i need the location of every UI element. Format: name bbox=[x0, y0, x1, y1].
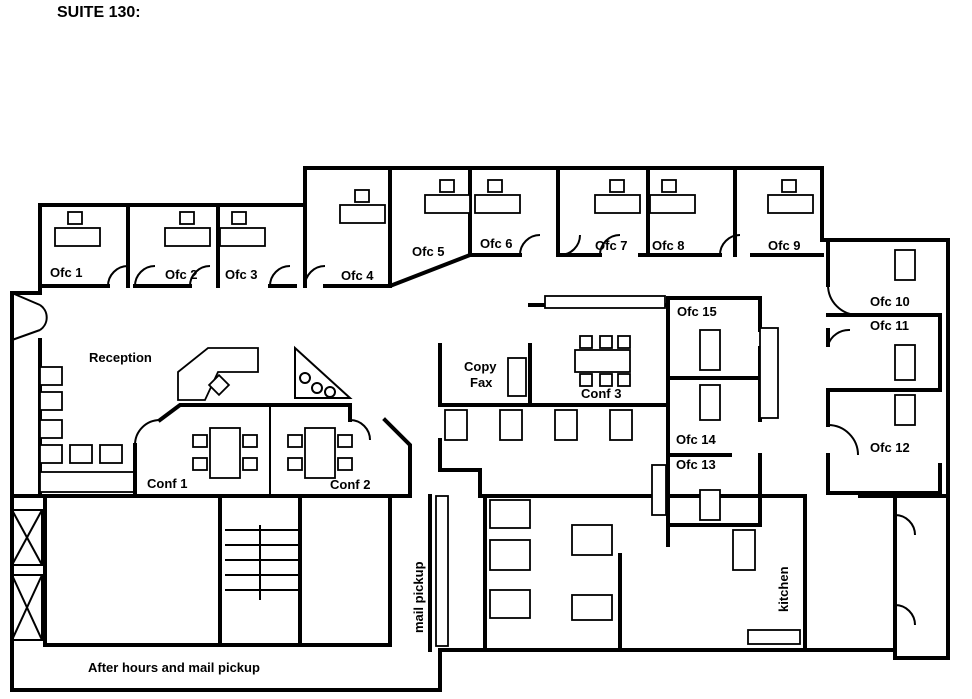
conference-tables bbox=[192, 427, 353, 479]
right-office-walls bbox=[826, 238, 942, 495]
conf3-table bbox=[574, 335, 631, 387]
label-conf-2: Conf 2 bbox=[330, 477, 370, 492]
ofc-desks-inner bbox=[699, 329, 721, 521]
ofc15-bench bbox=[759, 327, 779, 419]
label-after-hours: After hours and mail pickup bbox=[88, 660, 260, 675]
label-mail-pickup: mail pickup bbox=[411, 561, 426, 633]
label-ofc-2: Ofc 2 bbox=[165, 267, 198, 282]
label-kitchen: kitchen bbox=[776, 566, 791, 612]
label-ofc-9: Ofc 9 bbox=[768, 238, 801, 253]
label-ofc-13: Ofc 13 bbox=[676, 457, 716, 472]
top-office-walls bbox=[38, 166, 824, 288]
copier bbox=[507, 357, 527, 397]
label-copy: Copy bbox=[464, 359, 497, 374]
label-conf-3: Conf 3 bbox=[581, 386, 621, 401]
suite-title: SUITE 130: bbox=[57, 4, 141, 21]
left-walls bbox=[11, 292, 48, 498]
waiting-chairs bbox=[39, 366, 136, 493]
label-ofc-10: Ofc 10 bbox=[870, 294, 910, 309]
stairs bbox=[225, 525, 298, 600]
label-ofc-14: Ofc 14 bbox=[676, 432, 717, 447]
label-ofc-3: Ofc 3 bbox=[225, 267, 258, 282]
label-ofc-6: Ofc 6 bbox=[480, 236, 513, 251]
cubicles bbox=[444, 409, 633, 621]
bottom-walls bbox=[10, 494, 950, 652]
label-ofc-5: Ofc 5 bbox=[412, 244, 445, 259]
conf3-bench bbox=[544, 295, 666, 309]
label-ofc-15: Ofc 15 bbox=[677, 304, 717, 319]
label-ofc-11: Ofc 11 bbox=[870, 318, 909, 333]
kitchen-fixtures bbox=[651, 464, 801, 645]
elevators bbox=[11, 509, 43, 641]
label-ofc-1: Ofc 1 bbox=[50, 265, 83, 280]
right-doors bbox=[894, 514, 916, 626]
label-ofc-7: Ofc 7 bbox=[595, 238, 628, 253]
label-fax: Fax bbox=[470, 375, 493, 390]
label-ofc-12: Ofc 12 bbox=[870, 440, 910, 455]
office-furniture bbox=[54, 179, 916, 426]
middle-walls bbox=[438, 296, 807, 652]
label-reception: Reception bbox=[89, 350, 152, 365]
label-ofc-4: Ofc 4 bbox=[341, 268, 374, 283]
reception-desk bbox=[177, 345, 353, 401]
label-ofc-8: Ofc 8 bbox=[652, 238, 685, 253]
top-door-swings bbox=[107, 234, 741, 287]
label-conf-1: Conf 1 bbox=[147, 476, 187, 491]
mail-slots bbox=[435, 495, 449, 647]
